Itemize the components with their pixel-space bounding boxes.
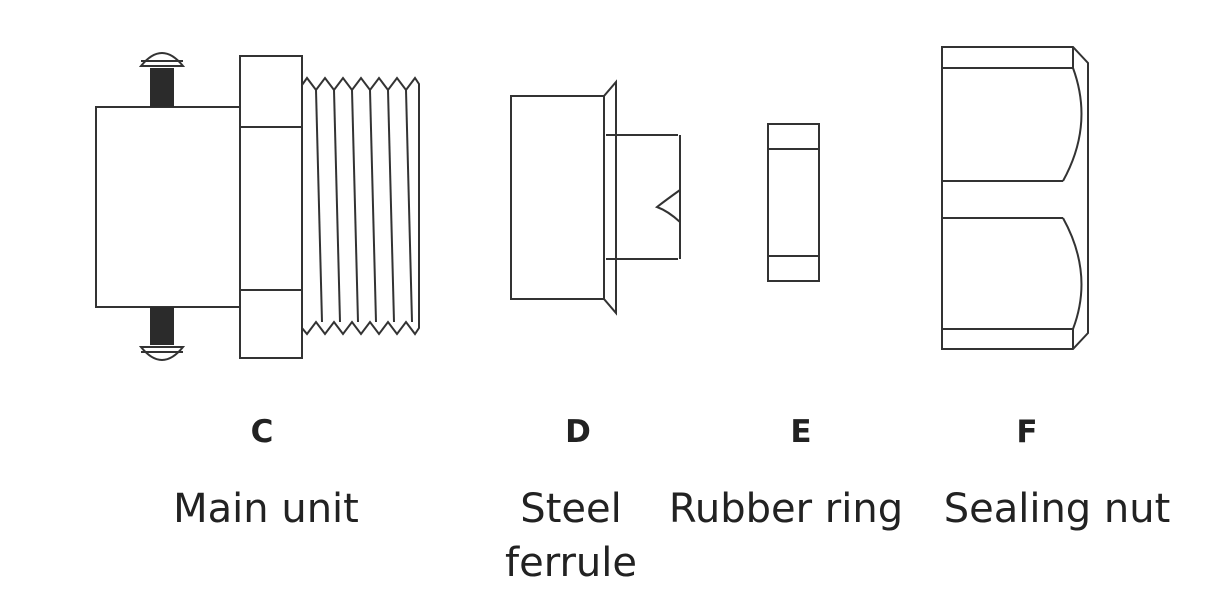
main-unit-body bbox=[95, 106, 241, 308]
steel-ferrule-split-sleeve bbox=[606, 134, 681, 260]
part-letter-c: C bbox=[250, 414, 274, 450]
steel-ferrule-body bbox=[510, 95, 605, 300]
part-name-main-unit: Main unit bbox=[173, 486, 359, 532]
main-unit-screw-head-top bbox=[138, 52, 186, 67]
part-letter-e: E bbox=[790, 414, 812, 450]
main-unit-screw-top bbox=[150, 68, 174, 107]
rubber-ring-body bbox=[767, 123, 820, 282]
sealing-nut-body bbox=[941, 46, 1089, 350]
steel-ferrule-drawing bbox=[510, 79, 681, 316]
steel-ferrule-flange bbox=[603, 79, 617, 316]
part-letter-f: F bbox=[1016, 414, 1038, 450]
main-unit-drawing bbox=[95, 52, 420, 361]
rubber-ring-drawing bbox=[767, 123, 820, 282]
part-name-rubber-ring: Rubber ring bbox=[668, 486, 904, 532]
main-unit-thread bbox=[301, 76, 420, 336]
sealing-nut-drawing bbox=[941, 46, 1089, 350]
main-unit-hex-flange bbox=[239, 55, 303, 359]
main-unit-screw-head-bottom bbox=[138, 346, 186, 361]
part-name-sealing-nut: Sealing nut bbox=[943, 486, 1171, 532]
main-unit-screw-bottom bbox=[150, 307, 174, 345]
part-letter-d: D bbox=[565, 414, 591, 450]
part-name-steel-ferrule: Steel ferrule bbox=[505, 486, 637, 586]
